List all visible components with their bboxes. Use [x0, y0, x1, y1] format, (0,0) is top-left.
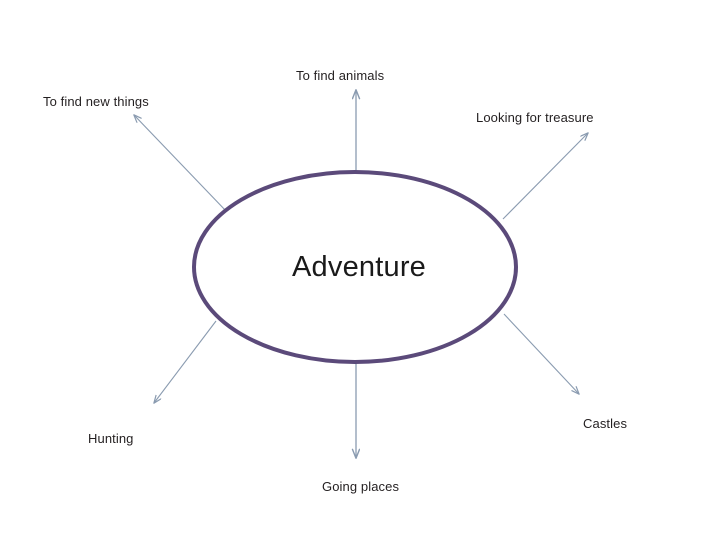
connector-line-top-left: [134, 115, 228, 213]
center-node-label: Adventure: [292, 251, 426, 283]
connector-line-top-right: [502, 133, 588, 220]
branch-label-to-find-animals: To find animals: [296, 68, 385, 83]
branch-label-castles: Castles: [583, 416, 628, 431]
branch-label-going-places: Going places: [322, 479, 400, 494]
branch-label-looking-for-treasure: Looking for treasure: [476, 110, 594, 125]
center-ellipse[interactable]: [192, 170, 518, 364]
connector-line-bottom-right: [503, 313, 579, 394]
connector-line-bottom-left: [154, 320, 217, 403]
branch-label-to-find-new-things: To find new things: [43, 94, 149, 109]
branch-label-hunting: Hunting: [88, 431, 134, 446]
